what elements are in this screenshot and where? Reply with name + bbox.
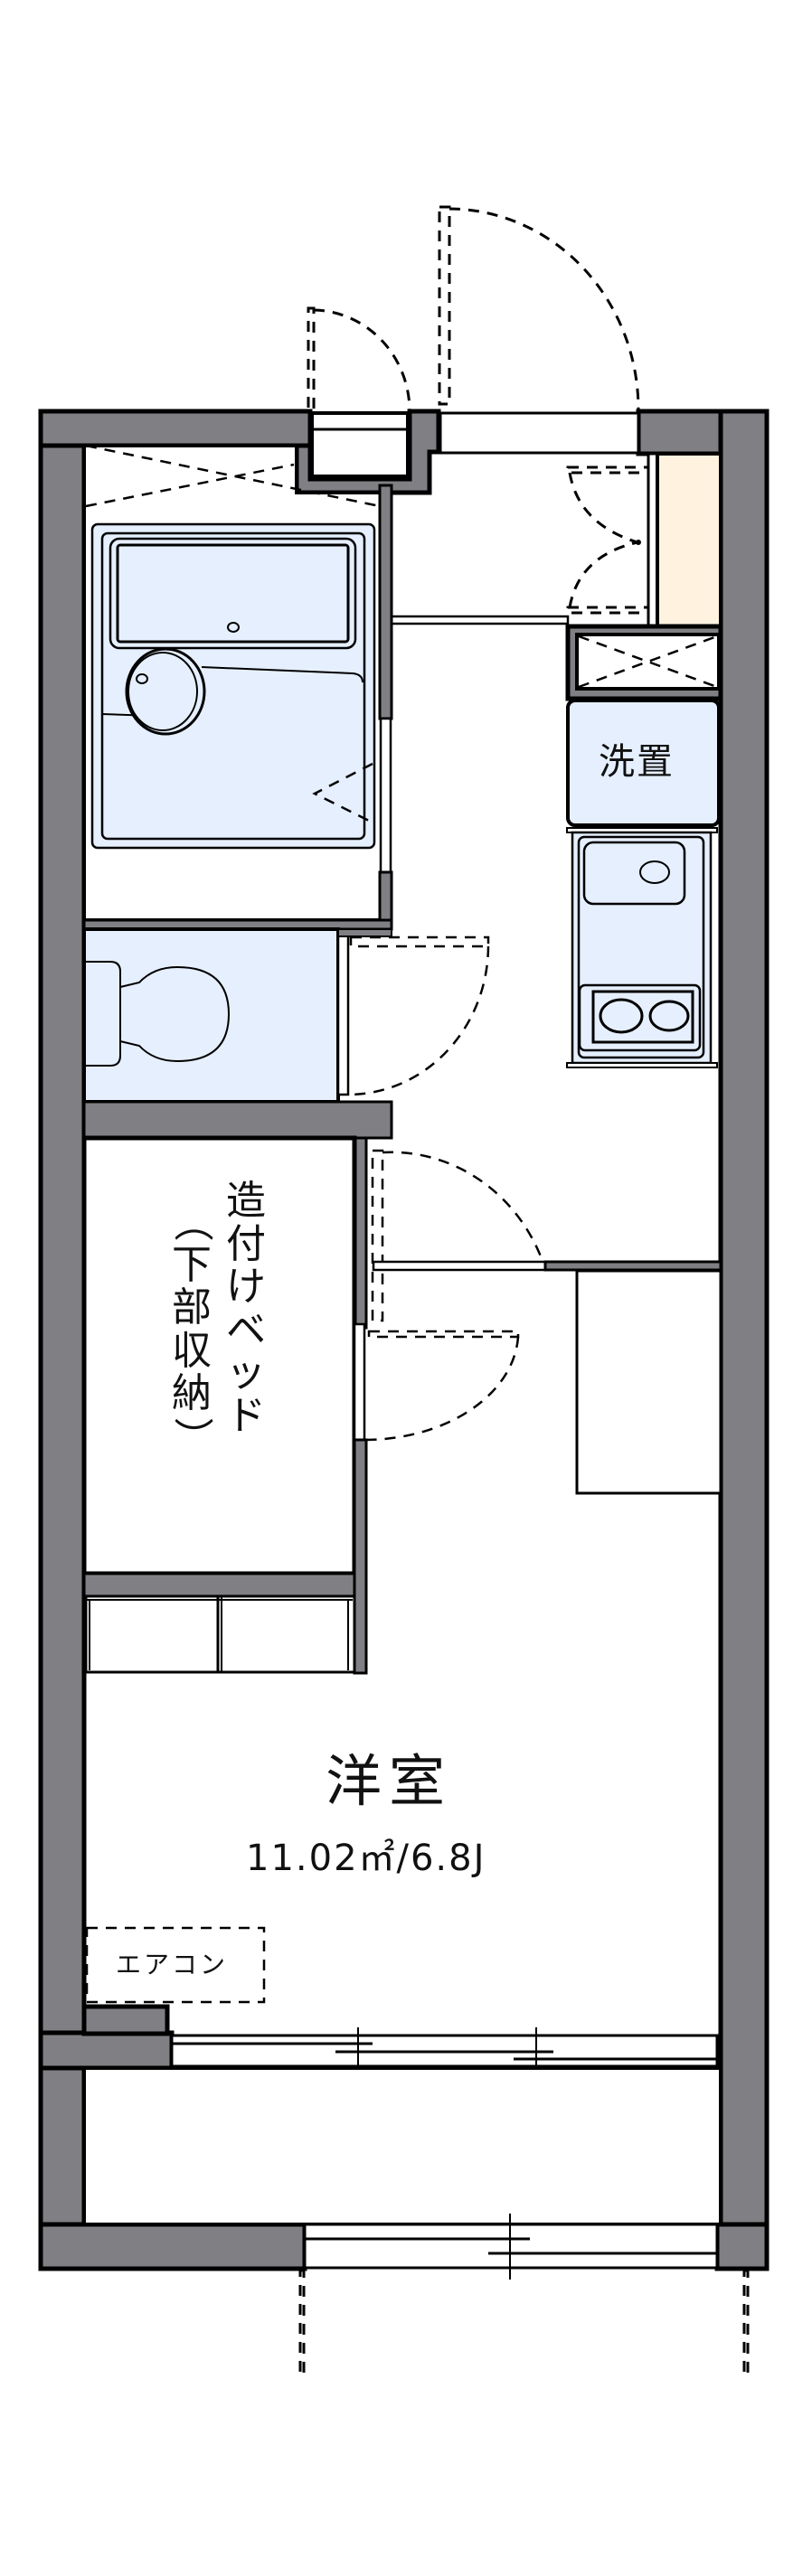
bed-note-char: 納: [172, 1370, 212, 1417]
bathroom: [82, 444, 383, 922]
built-in-bed-label: 造 付 け ベ ッ ド: [226, 1180, 266, 1437]
built-in-bed: [81, 1135, 520, 1675]
toilet-room: [82, 927, 490, 1104]
room-name: 洋室: [326, 1748, 453, 1814]
bath-partition: [82, 484, 393, 931]
bed-label-char: 付: [226, 1220, 266, 1267]
balcony: [82, 2066, 722, 2226]
under-bed-storage[interactable]: [84, 1594, 356, 1674]
bed-label-char: ベ: [226, 1306, 266, 1353]
bed-label-char: け: [226, 1264, 266, 1311]
air-conditioner-label: エアコン: [116, 1950, 229, 1979]
overhead-cabinet: [565, 624, 723, 701]
bed-note-char: 下: [172, 1241, 212, 1288]
bed-label-char: ド: [226, 1392, 266, 1439]
air-conditioner: [85, 1926, 266, 2004]
exterior-walls: [38, 409, 770, 2271]
room-area: 11.02㎡/6.8J: [246, 1838, 486, 1879]
room-door[interactable]: [371, 1149, 722, 1322]
bed-label-char: ッ: [226, 1349, 266, 1396]
bottom-window: [298, 2214, 750, 2376]
bed-label-char: 造: [226, 1178, 266, 1224]
kitchen-counter[interactable]: [566, 827, 718, 1068]
laundry-pan: [566, 699, 721, 827]
bed-note-char: 収: [172, 1327, 212, 1374]
front-door[interactable]: [438, 205, 640, 455]
meter-box: [307, 306, 411, 478]
bed-note-char: 部: [172, 1284, 212, 1331]
balcony-window[interactable]: [170, 2027, 719, 2074]
laundry-label: 洗置: [599, 741, 675, 783]
bed-note-char: （: [168, 1201, 215, 1242]
shoe-cabinet[interactable]: [566, 452, 722, 628]
fridge-space: [575, 1269, 722, 1495]
entrance-step: [390, 615, 570, 625]
built-in-bed-note: （ 下 部 収 納 ）: [168, 1200, 215, 1458]
bed-note-char: ）: [168, 1416, 215, 1457]
